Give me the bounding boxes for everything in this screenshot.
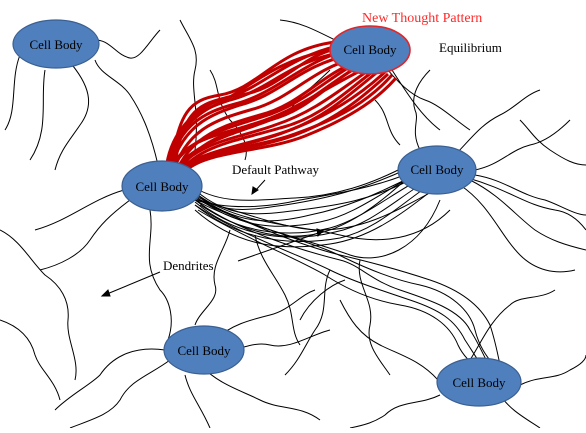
cell-body-bottom-right: Cell Body	[437, 358, 521, 406]
cell-body-label: Cell Body	[343, 42, 397, 57]
dendrites-label: Dendrites	[163, 258, 214, 273]
default-pathway-label: Default Pathway	[232, 162, 320, 177]
cell-body-bottom-center: Cell Body	[164, 326, 244, 374]
dendrites-arrow-left	[102, 272, 160, 296]
cell-body-center-left: Cell Body	[122, 161, 202, 211]
default-pathway-arrow	[252, 180, 265, 194]
cell-body-top-right: Cell Body	[330, 26, 410, 74]
cell-body-top-left: Cell Body	[13, 20, 99, 68]
new-thought-pattern-label: New Thought Pattern	[362, 11, 482, 26]
cell-body-label: Cell Body	[410, 162, 464, 177]
cell-body-center-right: Cell Body	[398, 146, 476, 194]
cell-body-label: Cell Body	[135, 179, 189, 194]
equilibrium-label: Equilibrium	[439, 40, 502, 55]
cell-body-label: Cell Body	[29, 37, 83, 52]
cell-body-label: Cell Body	[177, 343, 231, 358]
cell-body-label: Cell Body	[452, 375, 506, 390]
